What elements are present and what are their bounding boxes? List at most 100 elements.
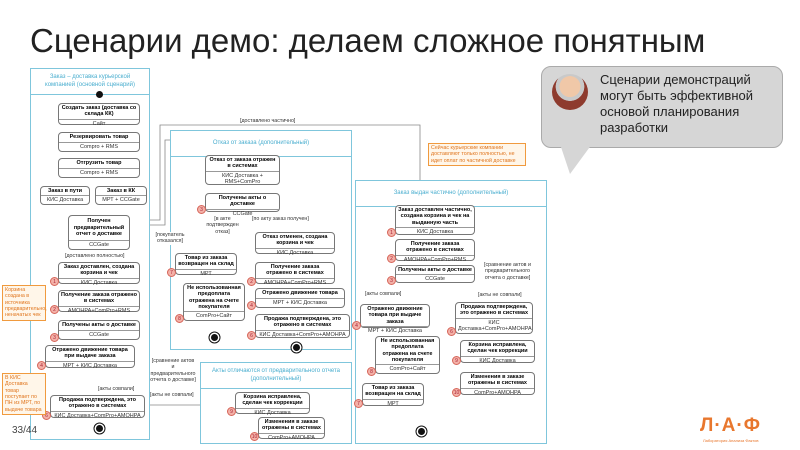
guard-condition: [доставлено частично]: [240, 118, 296, 125]
activity-title: Корзина исправлена, сделан чек коррекции: [236, 393, 309, 409]
step-number-badge: 3: [50, 333, 59, 342]
start-node: [96, 91, 103, 98]
activity-title: Отказ от заказа отражен в системах: [206, 156, 279, 172]
activity-title: Получение заказа отражено в системах: [396, 240, 474, 256]
guard-condition: [сравнение актов и предварительного отче…: [480, 262, 535, 282]
activity-title: Отгрузить товар: [59, 159, 139, 169]
activity-title: Получен предварительный отчет о доставке: [69, 216, 129, 241]
end-node: [418, 428, 425, 435]
guard-condition: [доставлено полностью]: [65, 253, 125, 260]
activity-node[interactable]: Отражено движение товара при выдаче зака…: [37, 345, 135, 370]
activity-title: Товар из заказа возвращен на склад: [176, 254, 236, 270]
activity-node[interactable]: Продажа подтверждена, это отражено в сис…: [42, 395, 145, 420]
speech-bubble-tail: [560, 144, 592, 174]
activity-title: Получены акты о доставке: [396, 266, 474, 276]
activity-system: ComPro+Сайт: [195, 313, 233, 320]
activity-system: КИС Доставка+ComPro+АМОНРА: [259, 331, 346, 338]
annotation-note: Сейчас курьерские компании доставляют то…: [428, 143, 526, 167]
activity-title: Заказ в КК: [96, 187, 146, 197]
guard-condition: [акты совпали]: [365, 291, 402, 298]
activity-title: Получение заказа отражено в системах: [59, 291, 139, 307]
activity-node[interactable]: Продажа подтверждена, это отражено в сис…: [247, 314, 350, 340]
swimlane-title: Акты отличаются от предварительного отче…: [201, 363, 351, 389]
activity-title: Отражено движение товара при выдаче зака…: [46, 346, 134, 362]
step-number-badge: 1: [50, 277, 59, 286]
activity-system: CCGate: [232, 210, 253, 217]
guard-condition: [в акте подтвержден отказ]: [200, 216, 245, 236]
activity-node[interactable]: Продажа подтверждена, это отражено в сис…: [447, 302, 533, 336]
swimlane-title: Отказ от заказа (дополнительный): [171, 131, 351, 157]
activity-title: Создать заказ (доставка со склада КК): [59, 104, 139, 120]
step-number-badge: 6: [247, 331, 256, 340]
step-number-badge: 10: [250, 432, 259, 441]
activity-node[interactable]: Не использованная предоплата отражена на…: [175, 283, 245, 323]
activity-system: КИС Доставка+ComPro+АМОНРА: [458, 319, 532, 332]
activity-title: Заказ доставлен частично, создана корзин…: [396, 206, 474, 228]
step-number-badge: 4: [247, 301, 256, 310]
step-number-badge: 9: [227, 407, 236, 416]
activity-title: Резервировать товар: [59, 133, 139, 143]
activity-title: Изменения в заказе отражены в системах: [461, 373, 534, 389]
activity-system: АМОНРА+ComPro+RMS: [403, 256, 467, 263]
step-number-badge: 8: [175, 314, 184, 323]
activity-title: Не использованная предоплата отражена на…: [184, 284, 244, 313]
end-node: [293, 344, 300, 351]
activity-system: МРТ + КИС Доставка: [63, 362, 117, 369]
activity-system: КИС Доставка: [276, 249, 314, 256]
activity-system: МРТ: [200, 270, 212, 277]
callout-text: Сценарии демонстраций могут быть эффекти…: [600, 72, 753, 135]
activity-system: CCGate: [89, 241, 109, 248]
annotation-note: Корзина создана в источника предваритель…: [2, 285, 47, 321]
activity-node[interactable]: Отражено движение товара при выдаче зака…: [352, 304, 430, 334]
activity-title: Не использованная предоплата отражена на…: [376, 337, 439, 366]
activity-title: Получение заказа отражено в системах: [256, 263, 334, 279]
activity-node[interactable]: Корзина исправлена, сделан чек коррекции…: [452, 340, 535, 365]
step-number-badge: 9: [452, 356, 461, 365]
activity-system: ComPro+АМОНРА: [474, 389, 521, 396]
activity-system: КИС Доставка: [80, 279, 118, 286]
guard-condition: [акты не совпали]: [478, 292, 522, 299]
step-number-badge: 1: [387, 228, 396, 237]
activity-system: МРТ + КИС Доставка: [273, 299, 327, 306]
end-node: [211, 334, 218, 341]
activity-node[interactable]: Заказ доставлен частично, создана корзин…: [387, 205, 475, 237]
step-number-badge: 6: [447, 327, 456, 336]
swimlane-title: Заказ выдан частично (дополнительный): [356, 181, 546, 207]
activity-title: Продажа подтверждена, это отражено в сис…: [256, 315, 349, 331]
activity-node[interactable]: Получен предварительный отчет о доставке…: [68, 215, 130, 250]
activity-title: Изменения в заказе отражены в системах: [259, 418, 324, 434]
activity-system: КИС Доставка: [254, 409, 291, 416]
step-number-badge: 4: [37, 361, 46, 370]
company-logo: Л·А·Ф: [700, 415, 761, 436]
activity-title: Заказ в пути: [41, 187, 89, 197]
activity-node[interactable]: Не использованная предоплата отражена на…: [367, 336, 440, 376]
step-number-badge: 4: [352, 321, 361, 330]
activity-title: Продажа подтверждена, это отражено в сис…: [456, 303, 532, 319]
activity-title: Получены акты о доставке: [59, 321, 139, 331]
guard-condition: [по акту заказ получен]: [252, 216, 309, 223]
activity-node[interactable]: Корзина исправлена, сделан чек коррекции…: [227, 392, 310, 416]
guard-condition: [покупатель отказался]: [150, 232, 190, 245]
activity-system: АМОНРА+ComPro+RMS: [67, 307, 131, 314]
step-number-badge: 8: [367, 367, 376, 376]
activity-system: Compro + RMS: [79, 143, 119, 150]
activity-node[interactable]: Создать заказ (доставка со склада КК)Сай…: [58, 103, 140, 127]
